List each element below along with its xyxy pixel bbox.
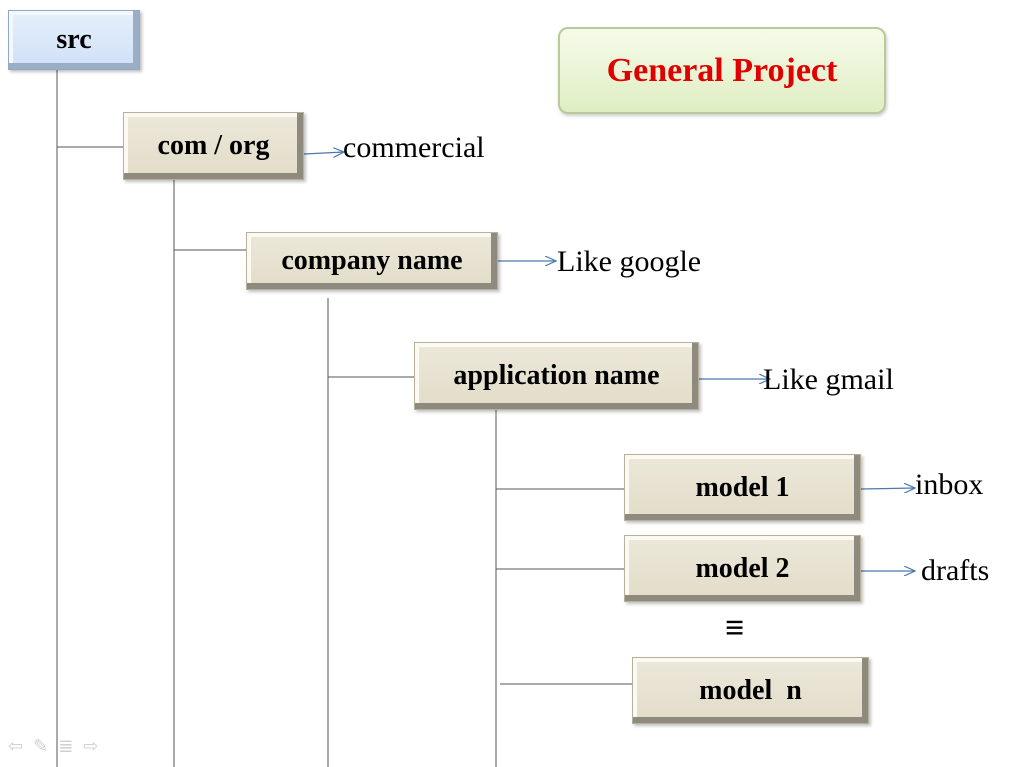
node-model-1: model 1: [624, 454, 861, 521]
back-arrow-icon[interactable]: ⇦: [8, 736, 24, 757]
forward-arrow-icon[interactable]: ⇨: [83, 736, 99, 757]
node-application-name: application name: [414, 342, 699, 410]
annotation-commercial: commercial: [343, 131, 485, 164]
diagram-title: General Project: [558, 27, 886, 114]
slide-nav-bar: ⇦ ✎ ≣ ⇨: [8, 736, 98, 757]
arrow-commercial: [303, 152, 344, 154]
ellipsis-symbol: ≡: [725, 610, 745, 647]
node-com-org: com / org: [123, 112, 304, 180]
node-model-2: model 2: [624, 535, 861, 602]
annotation-like-gmail: Like gmail: [763, 363, 894, 396]
node-model-n: model n: [632, 657, 869, 724]
annotation-like-google: Like google: [557, 245, 702, 278]
pen-icon[interactable]: ✎: [33, 736, 49, 757]
annotation-inbox: inbox: [915, 468, 984, 501]
node-src: src: [8, 10, 140, 70]
menu-icon[interactable]: ≣: [58, 736, 74, 757]
node-company-name: company name: [246, 232, 498, 290]
arrow-inbox: [860, 488, 915, 489]
annotation-drafts: drafts: [921, 554, 990, 587]
